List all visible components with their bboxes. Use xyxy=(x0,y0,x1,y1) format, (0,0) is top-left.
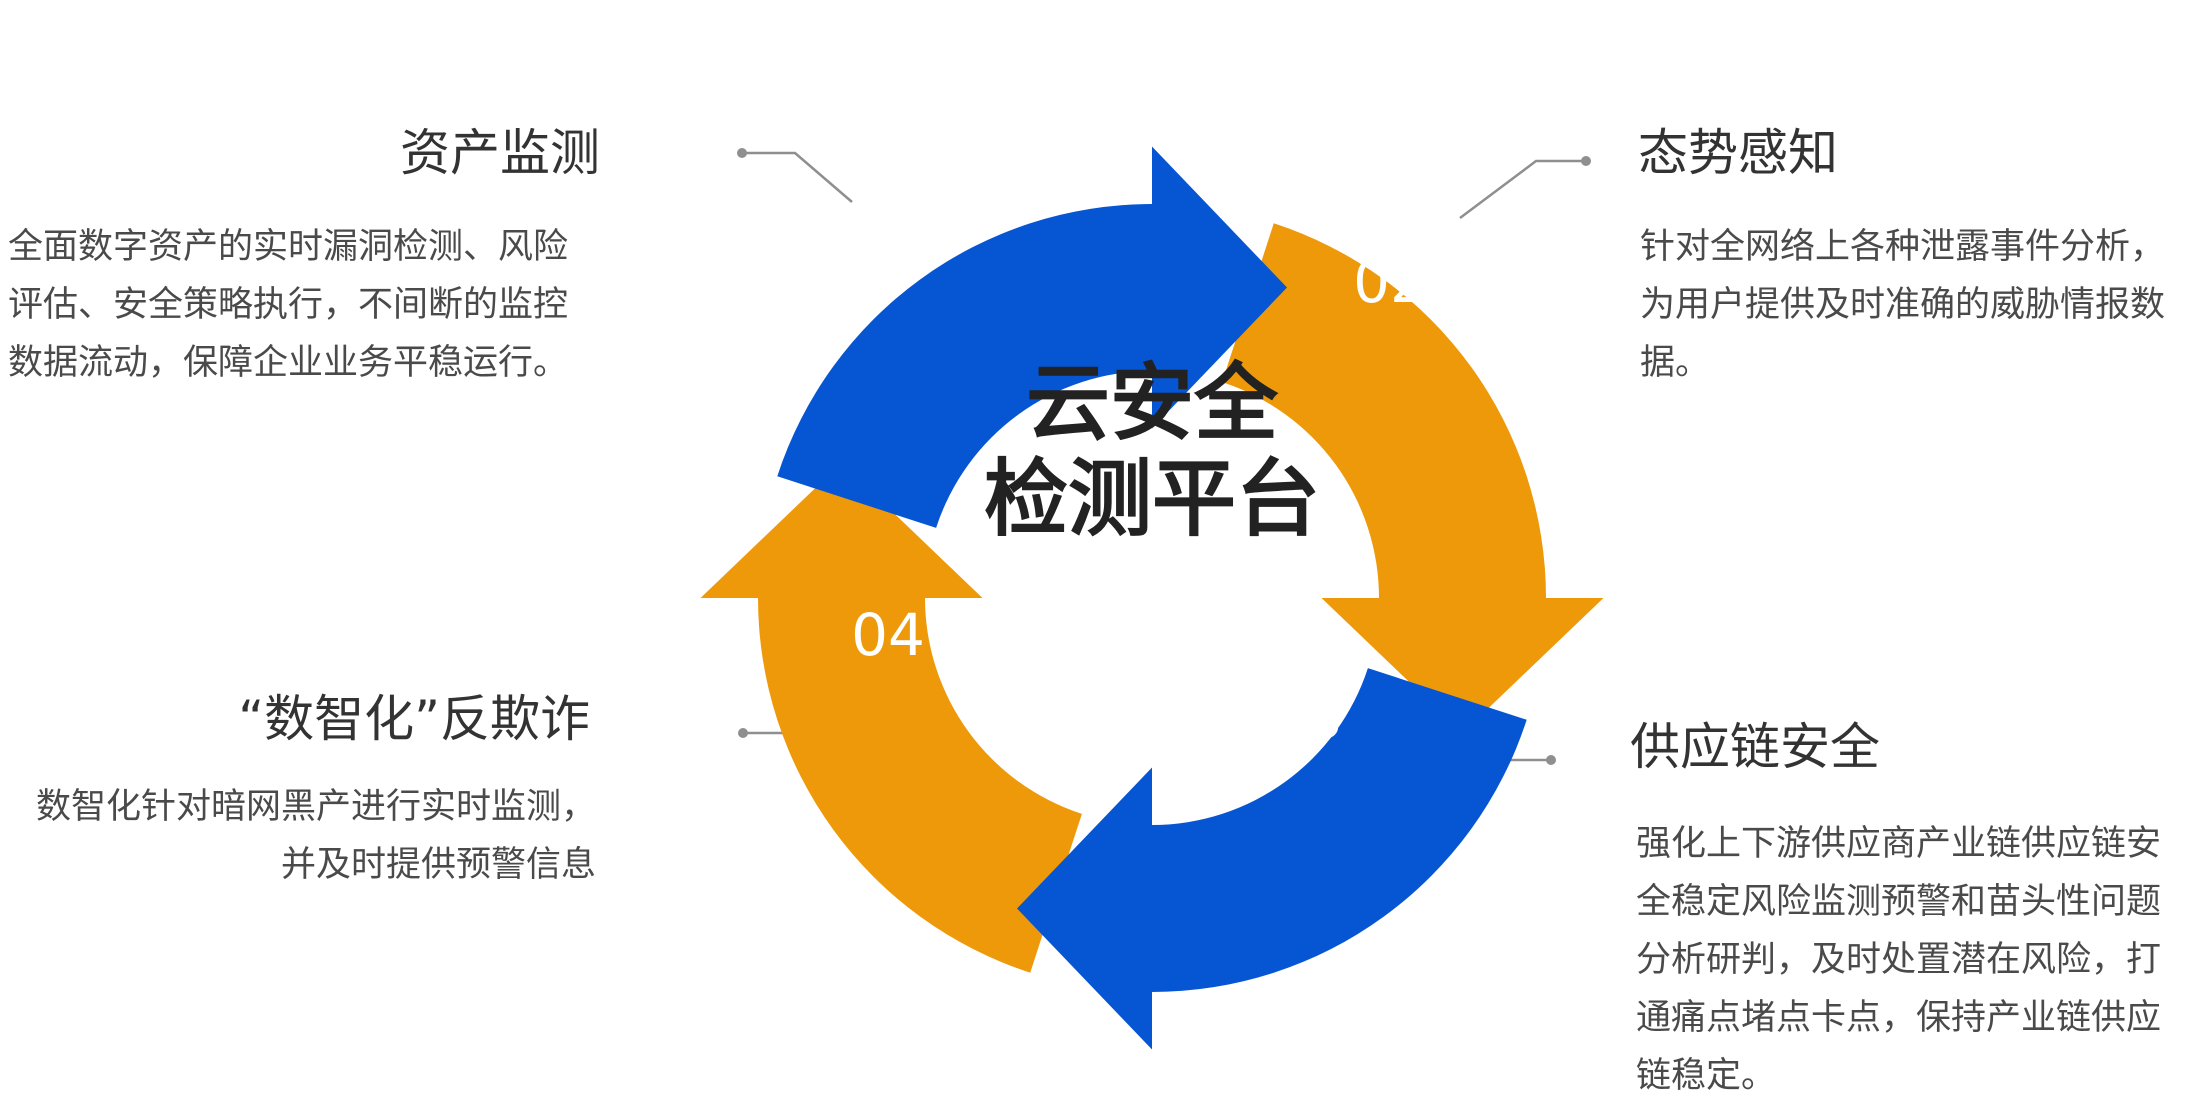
arrow-segment-01 xyxy=(777,146,1287,528)
desc-line: 通痛点堵点卡点，保持产业链供应 xyxy=(1636,998,2162,1038)
item-title-supply-chain-security: 供应链安全 xyxy=(1630,718,1880,776)
connector-dot-04 xyxy=(738,728,748,738)
item-title-anti-fraud: “数智化”反欺诈 xyxy=(238,690,590,748)
item-title-asset-monitoring: 资产监测 xyxy=(400,124,600,182)
desc-line: 分析研判，及时处置潜在风险，打 xyxy=(1636,940,2162,980)
connector-dots xyxy=(737,148,1591,765)
item-desc-supply-chain-security: 强化上下游供应商产业链供应链安 全稳定风险监测预警和苗头性问题 分析研判，及时处… xyxy=(1636,815,2161,1105)
item-desc-situational-awareness: 针对全网络上各种泄露事件分析， 为用户提供及时准确的威胁情报数 据。 xyxy=(1640,218,2165,392)
connector-line-02 xyxy=(1459,159,1586,219)
item-title-situational-awareness: 态势感知 xyxy=(1638,124,1838,182)
desc-line: 全面数字资产的实时漏洞检测、风险 xyxy=(8,227,569,267)
desc-line: 数据流动，保障企业业务平稳运行。 xyxy=(8,343,569,383)
desc-line: 据。 xyxy=(1640,343,1711,383)
arrow-segment-03 xyxy=(1017,668,1527,1050)
item-desc-anti-fraud: 数智化针对暗网黑产进行实时监测， 并及时提供预警信息 xyxy=(36,778,596,894)
item-desc-asset-monitoring: 全面数字资产的实时漏洞检测、风险 评估、安全策略执行，不间断的监控 数据流动，保… xyxy=(8,218,568,392)
desc-line: 评估、安全策略执行，不间断的监控 xyxy=(8,285,569,325)
desc-line: 全稳定风险监测预警和苗头性问题 xyxy=(1636,882,2162,922)
center-title-line1: 云安全 xyxy=(1026,354,1279,452)
segment-number-03: 03 xyxy=(1269,684,1343,752)
desc-line: 链稳定。 xyxy=(1636,1056,1777,1096)
arrow-segment-04 xyxy=(700,463,1082,973)
center-title-line2: 检测平台 xyxy=(984,450,1320,548)
connector-dot-01 xyxy=(737,148,747,158)
arrow-segment-02 xyxy=(1222,223,1604,734)
desc-line: 针对全网络上各种泄露事件分析， xyxy=(1640,227,2166,267)
connector-dot-03 xyxy=(1546,755,1556,765)
segment-number-04: 04 xyxy=(851,601,925,669)
connector-line-01 xyxy=(742,151,853,203)
segment-number-01: 01 xyxy=(925,182,999,250)
desc-line: 数智化针对暗网黑产进行实时监测， xyxy=(35,787,596,827)
desc-line: 为用户提供及时准确的威胁情报数 xyxy=(1640,285,2166,325)
connector-dot-02 xyxy=(1581,156,1591,166)
segment-number-02: 02 xyxy=(1353,248,1427,316)
desc-line: 并及时提供预警信息 xyxy=(280,845,596,885)
desc-line: 强化上下游供应商产业链供应链安 xyxy=(1636,824,2162,864)
